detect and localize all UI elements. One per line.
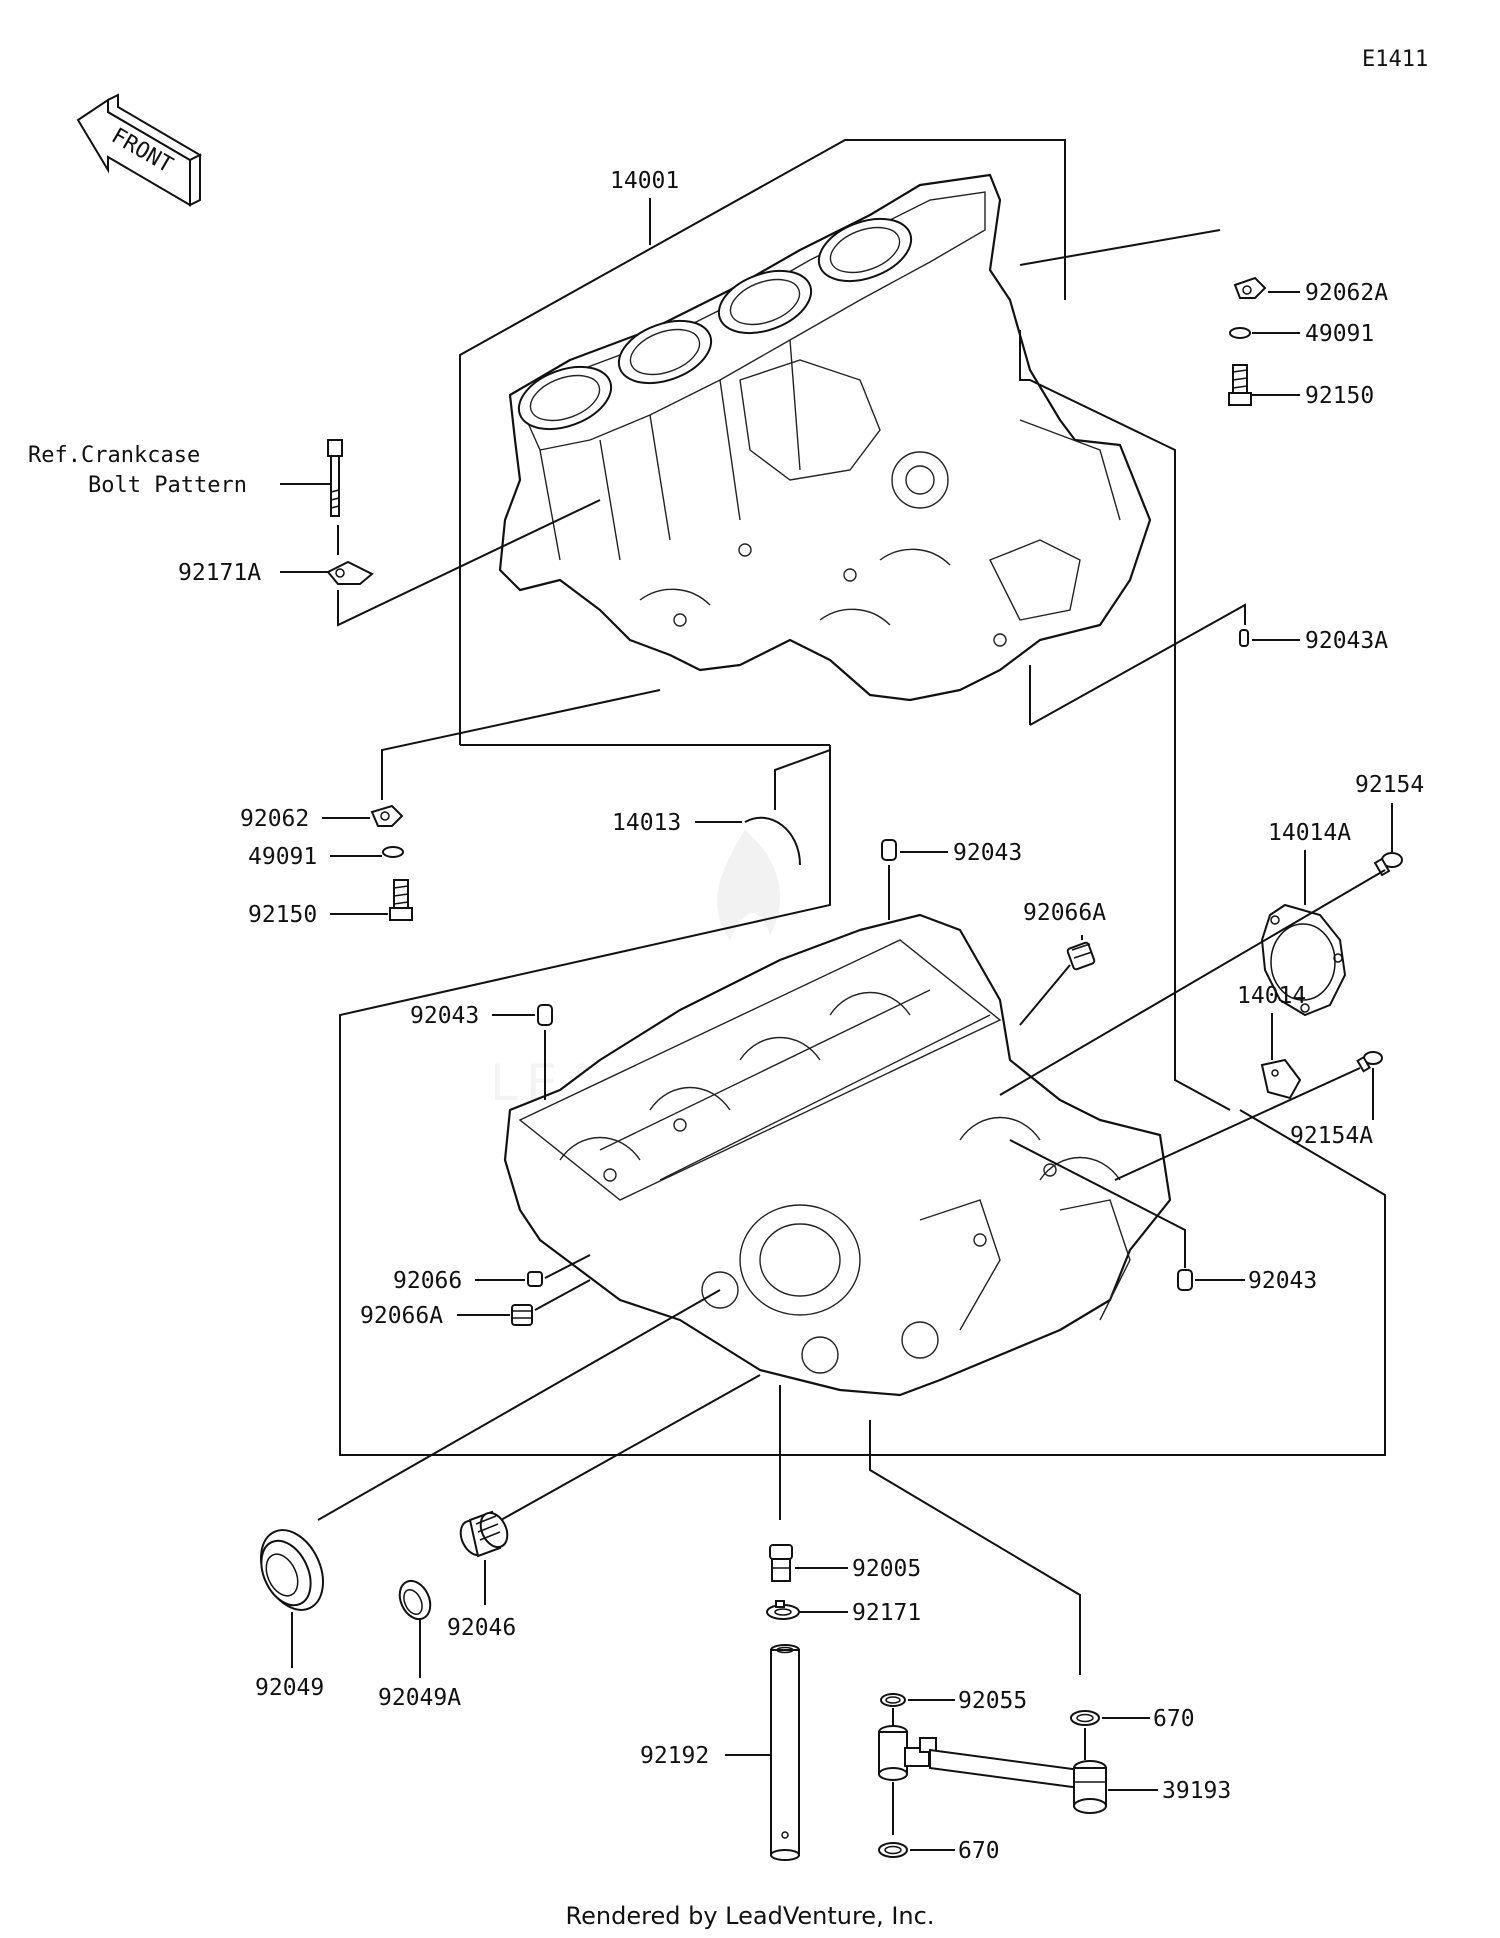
- part-92046-needle-bearing: [459, 1510, 509, 1558]
- part-92192-pipe: [770, 1644, 800, 1861]
- part-49091-washer: [382, 846, 404, 858]
- part-92171A-clip: [326, 560, 374, 585]
- ref-note-line1: Ref.Crankcase: [28, 443, 200, 468]
- label-92043-top: 92043: [953, 840, 1022, 866]
- part-92055-o-ring: [880, 1693, 906, 1707]
- part-92150-bolt: [389, 879, 413, 921]
- part-92154A-screw: [1356, 1051, 1383, 1073]
- label-670-bottom: 670: [958, 1838, 1000, 1864]
- label-92062A: 92062A: [1305, 280, 1388, 306]
- label-39193: 39193: [1162, 1778, 1231, 1804]
- part-14014A-cover-gasket: [1260, 903, 1347, 1017]
- label-92066A: 92066A: [360, 1303, 443, 1329]
- front-arrow-icon: FRONT: [76, 93, 203, 207]
- label-670-top: 670: [1153, 1706, 1195, 1732]
- part-39193-pipe-assembly: [878, 1725, 1107, 1814]
- part-92150-bolt-top: [1228, 364, 1252, 406]
- label-92154: 92154: [1355, 772, 1424, 798]
- label-92066A-top: 92066A: [1023, 900, 1106, 926]
- label-92171: 92171: [852, 1600, 921, 1626]
- ref-note-line2: Bolt Pattern: [88, 473, 247, 498]
- part-92062A-clamp: [1233, 276, 1267, 299]
- part-ref-crankcase-bolt: [327, 439, 343, 517]
- part-92043-dowel-left: [537, 1004, 553, 1026]
- label-92055: 92055: [958, 1688, 1027, 1714]
- label-92192: 92192: [640, 1743, 709, 1769]
- label-92005: 92005: [852, 1556, 921, 1582]
- part-670-o-ring-top: [1070, 1710, 1100, 1726]
- label-14001: 14001: [610, 168, 679, 194]
- part-670-o-ring-bottom: [878, 1842, 908, 1858]
- label-14014: 14014: [1237, 983, 1306, 1009]
- label-92049: 92049: [255, 1675, 324, 1701]
- part-92171-clamp: [766, 1600, 800, 1620]
- part-92066-plug: [527, 1271, 543, 1287]
- part-92062-clamp: [370, 804, 404, 827]
- label-92066: 92066: [393, 1268, 462, 1294]
- label-92043-right: 92043: [1248, 1268, 1317, 1294]
- part-92005-fitting: [769, 1544, 793, 1582]
- part-14013-ring: [744, 816, 801, 866]
- label-92046: 92046: [447, 1615, 516, 1641]
- label-92062: 92062: [240, 806, 309, 832]
- label-49091: 49091: [248, 844, 317, 870]
- label-92043A: 92043A: [1305, 628, 1388, 654]
- part-92049-oil-seal: [260, 1529, 324, 1611]
- diagram-code: E1411: [1362, 47, 1428, 72]
- label-92150-top: 92150: [1305, 383, 1374, 409]
- label-14013: 14013: [612, 810, 681, 836]
- label-49091-top: 49091: [1305, 321, 1374, 347]
- label-92171A: 92171A: [178, 560, 261, 586]
- part-49091-washer-top: [1229, 327, 1251, 339]
- label-92043-left: 92043: [410, 1003, 479, 1029]
- label-92150: 92150: [248, 902, 317, 928]
- part-92066A-plug-top: [1066, 941, 1096, 971]
- part-92049A-oil-seal: [398, 1579, 432, 1621]
- footer-credit: Rendered by LeadVenture, Inc.: [565, 1902, 935, 1930]
- part-92066A-plug: [511, 1304, 533, 1326]
- part-92154-screw: [1373, 852, 1403, 877]
- part-92043-dowel-right: [1177, 1269, 1193, 1291]
- lower-crankcase: [503, 913, 1172, 1397]
- part-92043-dowel-top: [881, 839, 897, 861]
- upper-crankcase-14001: [459, 139, 1152, 765]
- label-92154A: 92154A: [1290, 1123, 1373, 1149]
- part-92043A-dowel: [1239, 629, 1249, 647]
- label-14014A: 14014A: [1268, 820, 1351, 846]
- part-14014-plate: [1260, 1058, 1302, 1100]
- label-92049A: 92049A: [378, 1685, 461, 1711]
